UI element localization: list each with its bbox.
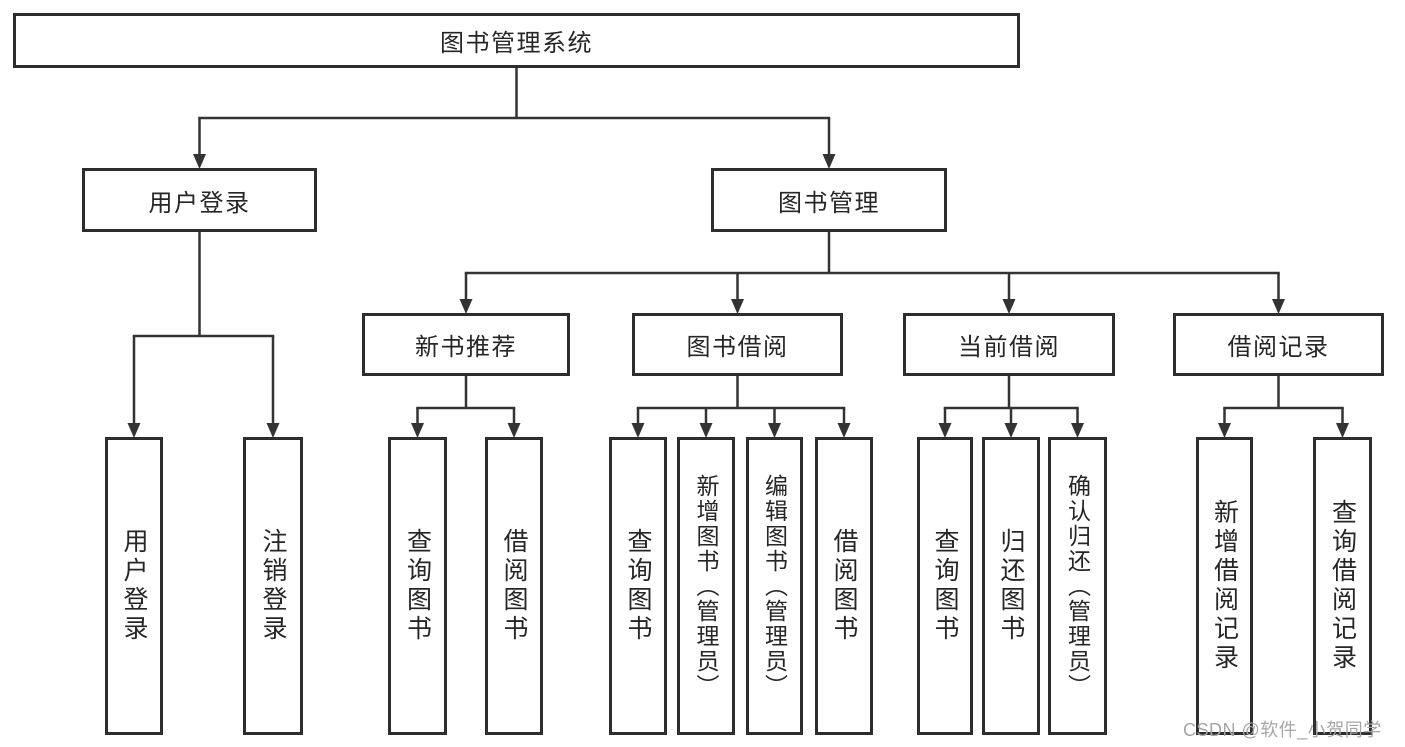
node-label: 图书借阅 (686, 334, 789, 361)
node-label: 注销登录 (259, 528, 287, 644)
node-label: 借阅图书 (830, 528, 858, 644)
node-login: 用户登录 (82, 168, 317, 232)
node-label: 确认归还（管理员） (1064, 473, 1091, 699)
node-newbook: 新书推荐 (362, 313, 570, 376)
node-leaf-logout: 注销登录 (243, 437, 303, 735)
node-leaf-nb-query: 查询图书 (388, 437, 447, 735)
node-label: 借阅图书 (500, 528, 528, 644)
node-label: 图书管理 (778, 189, 880, 217)
node-label: 新书推荐 (415, 334, 517, 361)
node-leaf-rec-query: 查询借阅记录 (1313, 437, 1372, 735)
node-leaf-bw-borrow: 借阅图书 (815, 437, 873, 735)
watermark-text: CSDN @软件_小贺同学 (1183, 720, 1382, 740)
node-label: 用户登录 (120, 528, 148, 644)
node-leaf-user-login: 用户登录 (105, 437, 163, 735)
node-leaf-rec-add: 新增借阅记录 (1196, 437, 1253, 735)
node-label: 查询图书 (931, 528, 959, 644)
node-mgmt: 图书管理 (711, 168, 947, 232)
node-borrow: 图书借阅 (632, 313, 843, 376)
node-label: 查询借阅记录 (1328, 499, 1357, 673)
node-label: 用户登录 (148, 189, 251, 217)
node-label: 归还图书 (997, 528, 1025, 644)
node-label: 图书管理系统 (440, 30, 593, 57)
node-label: 新增图书（管理员） (693, 473, 719, 699)
node-records: 借阅记录 (1173, 313, 1384, 376)
node-label: 借阅记录 (1227, 334, 1330, 361)
node-leaf-cur-query: 查询图书 (917, 437, 973, 735)
node-root: 图书管理系统 (13, 13, 1020, 68)
node-label: 查询图书 (403, 528, 432, 644)
node-label: 当前借阅 (958, 334, 1060, 361)
node-leaf-bw-query: 查询图书 (609, 437, 667, 735)
node-leaf-bw-edit: 编辑图书（管理员） (746, 437, 803, 735)
node-leaf-bw-add: 新增图书（管理员） (677, 437, 735, 735)
node-leaf-cur-confirm: 确认归还（管理员） (1048, 437, 1107, 735)
node-current: 当前借阅 (903, 313, 1115, 376)
node-label: 编辑图书（管理员） (761, 473, 788, 699)
node-label: 新增借阅记录 (1210, 499, 1239, 673)
node-leaf-cur-return: 归还图书 (982, 437, 1040, 735)
node-label: 查询图书 (624, 528, 652, 644)
node-leaf-nb-borrow: 借阅图书 (485, 437, 543, 735)
